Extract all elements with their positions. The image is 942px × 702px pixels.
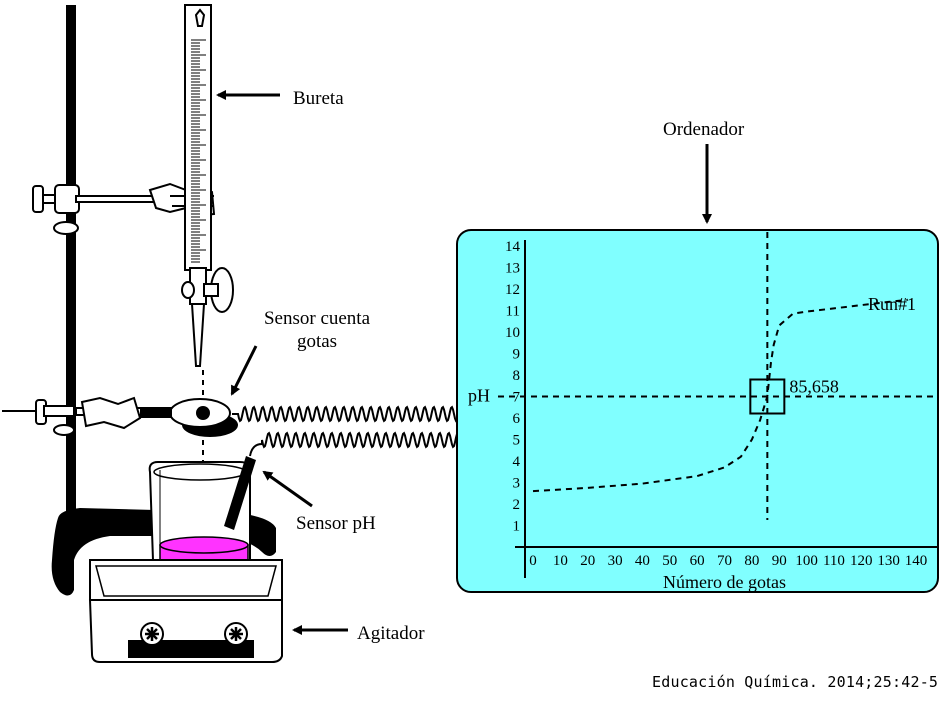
y-tick-label: 10: [505, 325, 520, 341]
x-axis-label: Número de gotas: [663, 572, 786, 592]
x-tick-label: 0: [529, 553, 537, 569]
x-tick-label: 30: [608, 553, 623, 569]
x-tick-label: 100: [795, 553, 818, 569]
y-tick-label: 9: [513, 347, 521, 363]
y-tick-label: 12: [505, 282, 520, 298]
drop-sensor-label-line1: Sensor cuenta: [263, 308, 371, 329]
drop-sensor-cable: [232, 405, 461, 423]
drop-counter-sensor: [140, 398, 238, 437]
y-tick-label: 2: [513, 497, 521, 513]
burette: [181, 4, 234, 367]
ph-sensor-cable: [249, 431, 461, 457]
x-tick-label: 50: [662, 553, 677, 569]
ph-sensor-label: Sensor pH: [296, 513, 376, 534]
y-tick-label: 13: [505, 261, 520, 277]
y-axis-label: pH: [468, 386, 490, 406]
stirrer-label: Agitador: [357, 623, 425, 644]
y-tick-label: 8: [513, 368, 521, 384]
equivalence-marker: [749, 378, 786, 415]
x-tick-label: 110: [823, 553, 845, 569]
y-tick-label: 5: [513, 433, 521, 449]
x-tick-label: 60: [690, 553, 705, 569]
y-tick-label: 3: [513, 476, 521, 492]
y-tick-label: 7: [513, 390, 521, 406]
series-line: [532, 298, 908, 493]
drop-sensor-label-line2: gotas: [296, 331, 338, 352]
stand-rod: [66, 5, 76, 530]
x-tick-label: 130: [877, 553, 900, 569]
drop-sensor-arrow: [230, 345, 258, 396]
equivalence-label: 85,658: [789, 377, 839, 397]
x-tick-label: 140: [905, 553, 928, 569]
y-tick-label: 1: [513, 519, 521, 535]
computer-label: Ordenador: [663, 119, 745, 140]
y-tick-label: 11: [506, 304, 520, 320]
x-tick-label: 120: [850, 553, 873, 569]
ph-probe: [224, 456, 256, 530]
burette-label: Bureta: [293, 88, 344, 109]
y-tick-label: 6: [513, 411, 521, 427]
x-tick-label: 10: [553, 553, 568, 569]
x-tick-label: 40: [635, 553, 650, 569]
series-label: Run#1: [868, 294, 916, 314]
x-tick-label: 70: [717, 553, 732, 569]
ph-sensor-arrow: [262, 470, 313, 508]
x-tick-label: 20: [580, 553, 595, 569]
x-tick-label: 90: [772, 553, 787, 569]
magnetic-stirrer: [88, 559, 283, 663]
source-credit: Educación Química. 2014;25:42-5: [652, 673, 939, 691]
y-tick-label: 4: [513, 454, 521, 470]
y-tick-label: 14: [505, 239, 521, 255]
computer-screen: [456, 229, 939, 593]
x-tick-label: 80: [744, 553, 759, 569]
